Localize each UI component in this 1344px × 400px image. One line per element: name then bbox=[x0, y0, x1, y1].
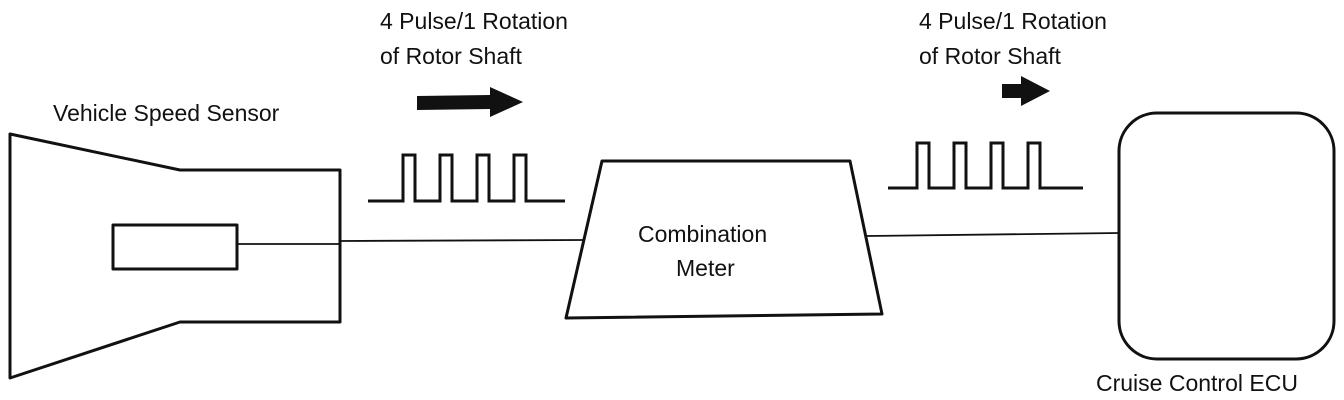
direction-arrow-right bbox=[1002, 76, 1050, 106]
sensor-rotor-element bbox=[111, 223, 239, 271]
pulse-train-right bbox=[888, 141, 1083, 190]
combination-meter-box bbox=[564, 159, 884, 320]
pulse-train-left bbox=[368, 153, 565, 203]
meter-label-line1: Combination bbox=[638, 221, 767, 247]
pulse-left-label-line1: 4 Pulse/1 Rotation bbox=[380, 8, 568, 34]
cruise-control-ecu-box bbox=[1117, 111, 1336, 361]
meter-label-line2: Meter bbox=[676, 255, 735, 281]
direction-arrow-left bbox=[417, 87, 523, 117]
pulse-right-label-line1: 4 Pulse/1 Rotation bbox=[919, 8, 1107, 34]
wire-sensor-to-meter bbox=[339, 239, 585, 242]
ecu-label: Cruise Control ECU bbox=[1096, 370, 1298, 396]
sensor-label: Vehicle Speed Sensor bbox=[53, 100, 280, 126]
vehicle-speed-sensor-housing bbox=[8, 132, 342, 380]
pulse-right-label-line2: of Rotor Shaft bbox=[919, 43, 1062, 69]
pulse-left-label-line2: of Rotor Shaft bbox=[380, 43, 523, 69]
wire-meter-to-ecu bbox=[865, 232, 1120, 237]
